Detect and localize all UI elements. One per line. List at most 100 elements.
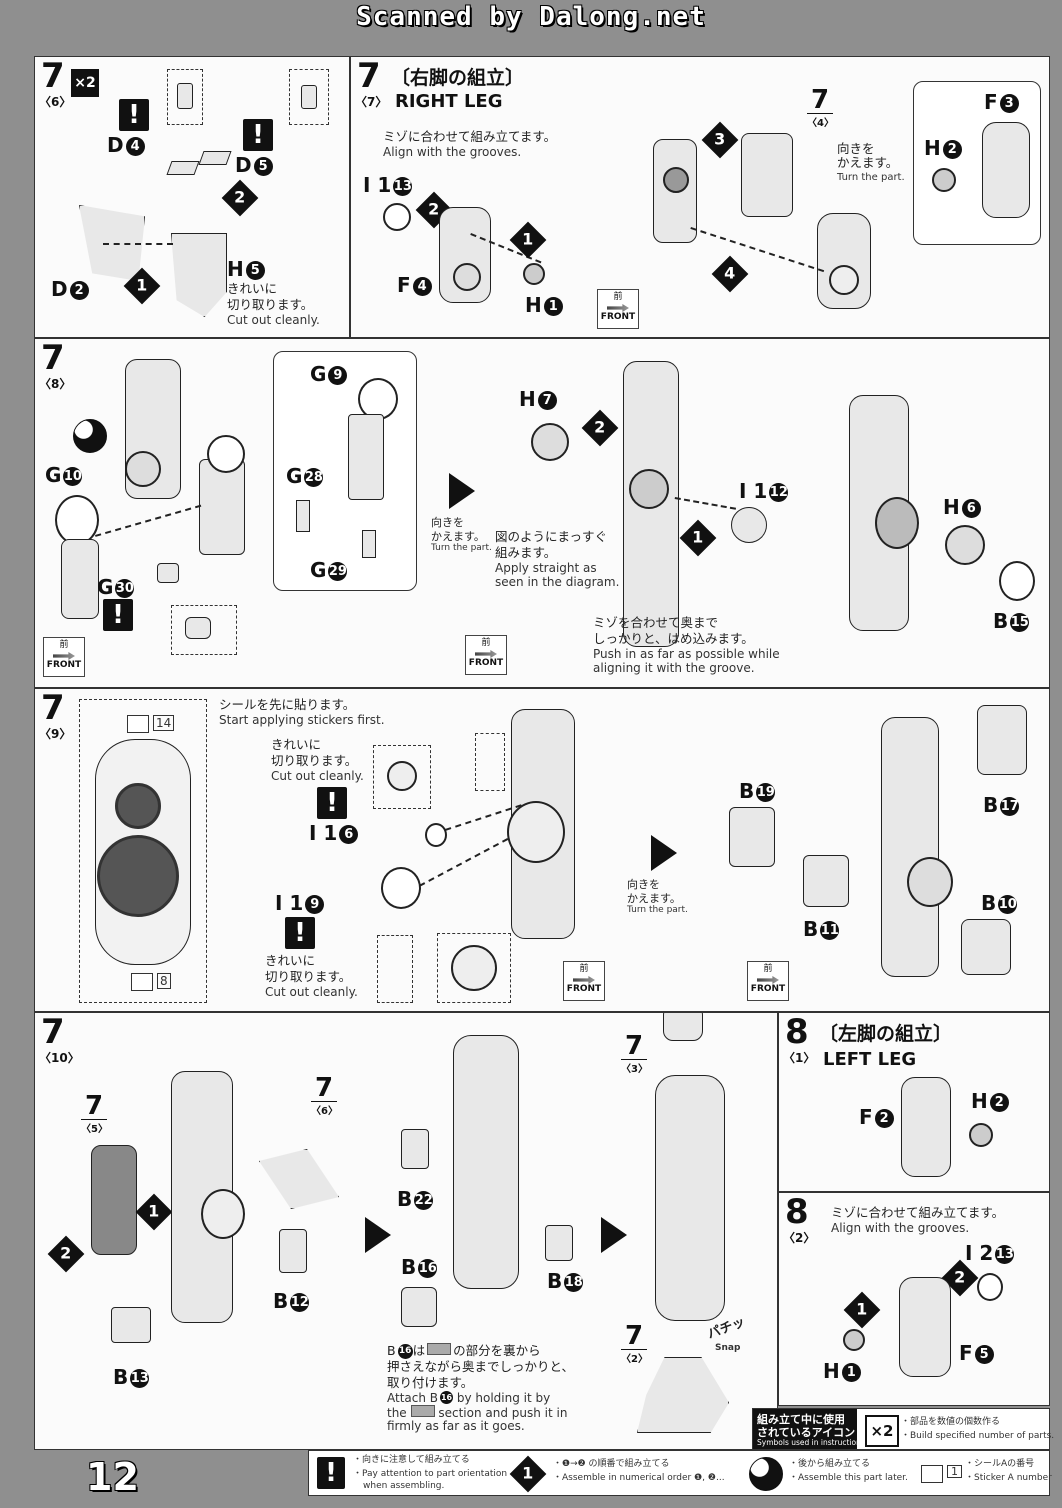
part-callout-box xyxy=(171,605,237,655)
part-callout-box xyxy=(167,69,203,125)
leg-frame-part xyxy=(61,539,99,619)
sticker-i19 xyxy=(97,835,179,917)
step-number: 7 xyxy=(41,1012,65,1052)
panel-step-7-9: 7 〈9〉 14 8 シールを先に貼ります。 Start applying st… xyxy=(34,688,1050,1012)
foot-part xyxy=(637,1357,729,1433)
legend-x2-jp: ・部品を数値の個数作る xyxy=(901,1417,1001,1427)
sticker-a-icon xyxy=(921,1465,943,1483)
cut-note-en: Cut out cleanly. xyxy=(271,769,364,783)
cut-note-en: Cut out cleanly. xyxy=(227,313,320,327)
multiplier-icon: ×2 xyxy=(865,1415,899,1447)
turn-note-en: Turn the part. xyxy=(431,543,492,553)
push-note-en: Push in as far as possible while xyxy=(593,647,780,661)
part-g30 xyxy=(157,563,179,583)
legend-order-en: ・Assemble in numerical order ❶, ❷... xyxy=(553,1473,725,1483)
sticker-number: 14 xyxy=(153,715,175,731)
knee-cap xyxy=(201,1189,245,1239)
b16-note-jp: 押さえながら奥までしっかりと、 xyxy=(387,1359,575,1374)
next-arrow-icon xyxy=(365,1217,391,1253)
sticker-number: 8 xyxy=(157,973,171,989)
legend-box-symbols: ! ・向きに注意して組み立てる ・Pay attention to part o… xyxy=(308,1450,1052,1496)
part-i12 xyxy=(731,507,767,543)
part-h1 xyxy=(523,263,545,285)
knee-joint-part xyxy=(663,1013,703,1041)
legend-later-en: ・Assemble this part later. xyxy=(789,1473,908,1483)
part-d4 xyxy=(166,161,200,175)
frame-strut xyxy=(348,414,384,500)
push-note-jp: しっかりと、はめ込みます。 xyxy=(593,631,754,646)
cut-note-jp: 切り取ります。 xyxy=(227,297,314,312)
cut-note-jp: きれいに xyxy=(265,953,316,968)
turn-note-en: Turn the part. xyxy=(837,172,905,183)
part-f5 xyxy=(899,1277,951,1377)
step-order-1: 1 xyxy=(679,519,717,557)
ref-step-7-4: 7〈4〉 xyxy=(807,85,834,129)
part-callout-box xyxy=(289,69,329,125)
sticker-detail xyxy=(451,945,497,991)
legend-x2-en: ・Build specified number of parts. xyxy=(901,1431,1055,1441)
step-order-1: 1 xyxy=(843,1291,881,1329)
legend-sticker-jp: ・シールAの番号 xyxy=(965,1459,1035,1469)
step-order-icon: 1 xyxy=(509,1455,547,1493)
step-number: 7 xyxy=(357,56,381,96)
snap-sound-en: Snap xyxy=(715,1343,741,1353)
turn-note-jp: かえます。 xyxy=(431,530,485,543)
align-note-jp: ミゾに合わせて組み立てます。 xyxy=(383,129,557,144)
b16-note-en: firmly as far as it goes. xyxy=(387,1419,525,1433)
legend-order-jp: ・❶→❷ の順番で組み立てる xyxy=(553,1459,670,1469)
joint-ring xyxy=(663,167,689,193)
part-b12 xyxy=(279,1229,307,1273)
align-note-en: Align with the grooves. xyxy=(831,1221,970,1235)
sticker-i16-shape xyxy=(425,823,447,847)
part-g10 xyxy=(55,495,99,545)
push-note-en: aligning it with the groove. xyxy=(593,661,755,675)
orientation-warning-icon: ! xyxy=(103,599,133,631)
substep-number: 〈9〉 xyxy=(39,727,72,741)
step-number: 8 xyxy=(785,1192,809,1232)
step-number: 7 xyxy=(41,56,65,96)
small-part-detail xyxy=(185,617,211,639)
sticker-detail-box xyxy=(475,733,505,791)
turn-note-jp: かえます。 xyxy=(837,155,899,170)
sticker-a-icon xyxy=(131,973,153,991)
ref-step-7-2: 7〈2〉 xyxy=(621,1321,648,1365)
sticker-i16 xyxy=(115,783,161,829)
section-title-jp: 〔右脚の組立〕 xyxy=(391,67,525,89)
part-b18 xyxy=(545,1225,573,1261)
orientation-warning-icon: ! xyxy=(285,917,315,949)
panel-step-7-7: 7 〈7〉 〔右脚の組立〕 RIGHT LEG ミゾに合わせて組み立てます。 A… xyxy=(350,56,1050,338)
part-g28 xyxy=(296,500,310,532)
part-h2 xyxy=(932,168,956,192)
assembly-guide-line xyxy=(674,497,737,510)
inner-frame xyxy=(199,459,245,555)
part-f2 xyxy=(901,1077,951,1177)
legend-excl-en: when assembling. xyxy=(363,1481,445,1491)
substep-number: 〈1〉 xyxy=(783,1051,816,1065)
step-order-1: 1 xyxy=(135,1193,173,1231)
legend-title-en: Symbols used in instructions xyxy=(757,1438,865,1447)
step-number: 7 xyxy=(41,338,65,378)
watermark: Scanned by Dalong.net xyxy=(356,2,706,32)
step-order-2: 2 xyxy=(47,1235,85,1273)
